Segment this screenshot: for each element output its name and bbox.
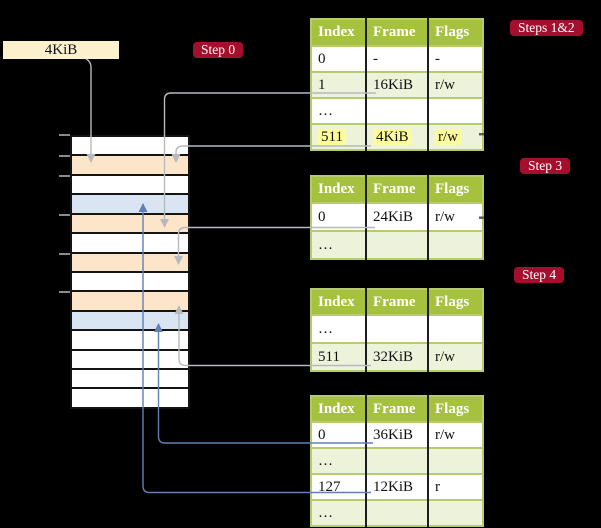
highlighted-value: 511 [318,128,346,145]
table-row: 0 36KiB r/w [311,421,483,448]
column-header-flags: Flags [427,176,483,203]
column-header-index: Index [311,19,366,46]
memory-row [72,137,188,157]
memory-tick [59,291,70,294]
memory-tick [59,174,70,177]
memory-row [72,272,188,293]
page-table-3: Index Frame Flags … 511 32KiB r/w [310,288,484,372]
step-label-3: Step 3 [520,158,571,174]
page-table-1: Index Frame Flags 0 - - 1 16KiB r/w … 51… [310,18,484,151]
table-row: 1 16KiB r/w [311,71,483,98]
memory-tick [59,252,70,255]
table-row: 0 24KiB r/w [311,202,483,231]
step-label-0: Step 0 [193,42,244,58]
memory-row [72,156,188,176]
table-row: … [311,447,483,474]
memory-row [72,370,188,390]
memory-row [72,389,188,407]
memory-row [72,234,188,254]
table-header-row: Index Frame Flags [311,396,483,422]
frame-size-box: 4KiB [3,41,119,59]
table-header-row: Index Frame Flags [311,19,483,46]
column-header-index: Index [311,176,366,203]
column-header-frame: Frame [365,396,428,422]
memory-row [72,214,188,235]
table-header-row: Index Frame Flags [311,176,483,203]
column-header-index: Index [311,396,366,422]
memory-tick [59,155,70,158]
table-row: 0 - - [311,45,483,72]
table-header-row: Index Frame Flags [311,289,483,315]
physical-memory-column [70,135,190,409]
column-header-frame: Frame [365,176,428,203]
column-header-index: Index [311,289,366,315]
highlighted-value: 4KiB [373,128,412,145]
page-table-2: Index Frame Flags 0 24KiB r/w … [310,175,484,260]
column-header-flags: Flags [427,396,483,422]
column-header-frame: Frame [365,289,428,315]
step-label-1-2: Steps 1&2 [510,20,583,36]
column-header-flags: Flags [427,289,483,315]
table-row: 511 32KiB r/w [311,342,483,371]
highlighted-value: r/w [435,128,461,145]
memory-row [72,195,188,215]
memory-row [72,292,188,312]
table-row: … [311,499,483,526]
table-row-highlighted: 511 4KiB r/w [311,123,483,150]
table-row: 127 12KiB r [311,473,483,500]
memory-row [72,350,188,371]
memory-row [72,331,188,351]
memory-row [72,253,188,273]
table-row: … [311,314,483,343]
memory-tick [59,134,70,136]
page-table-4: Index Frame Flags 0 36KiB r/w … 127 12Ki… [310,395,484,527]
memory-row [72,311,188,332]
step-label-4: Step 4 [514,267,565,283]
table-row: … [311,230,483,259]
memory-tick [59,213,70,216]
column-header-frame: Frame [365,19,428,46]
memory-row [72,175,188,196]
column-header-flags: Flags [427,19,483,46]
table-row: … [311,97,483,124]
